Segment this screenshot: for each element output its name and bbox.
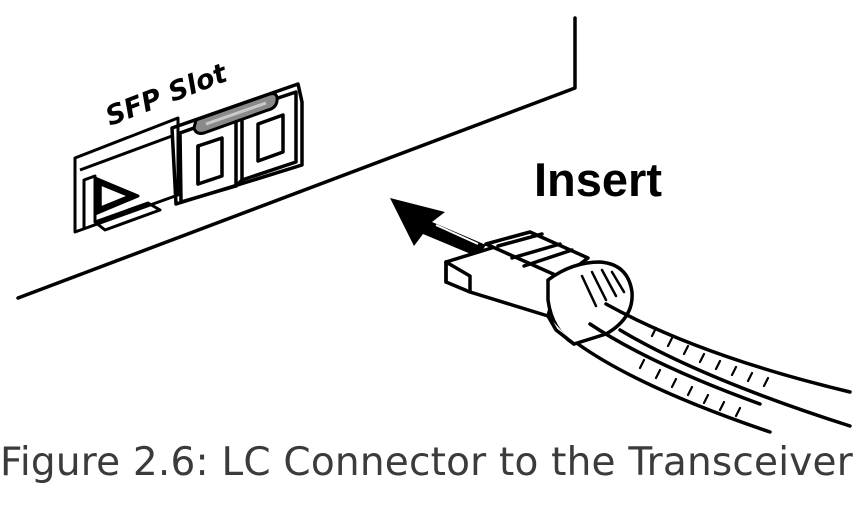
lc-connector bbox=[444, 230, 634, 346]
transceiver-latch bbox=[192, 92, 279, 135]
insert-label: Insert bbox=[534, 153, 662, 206]
sfp-port bbox=[73, 116, 180, 234]
insert-arrow bbox=[390, 198, 486, 257]
figure-caption: Figure 2.6: LC Connector to the Transcei… bbox=[0, 440, 853, 485]
cable-texture bbox=[638, 326, 770, 418]
fiber-cable bbox=[576, 302, 852, 434]
switch-chassis bbox=[16, 16, 577, 300]
